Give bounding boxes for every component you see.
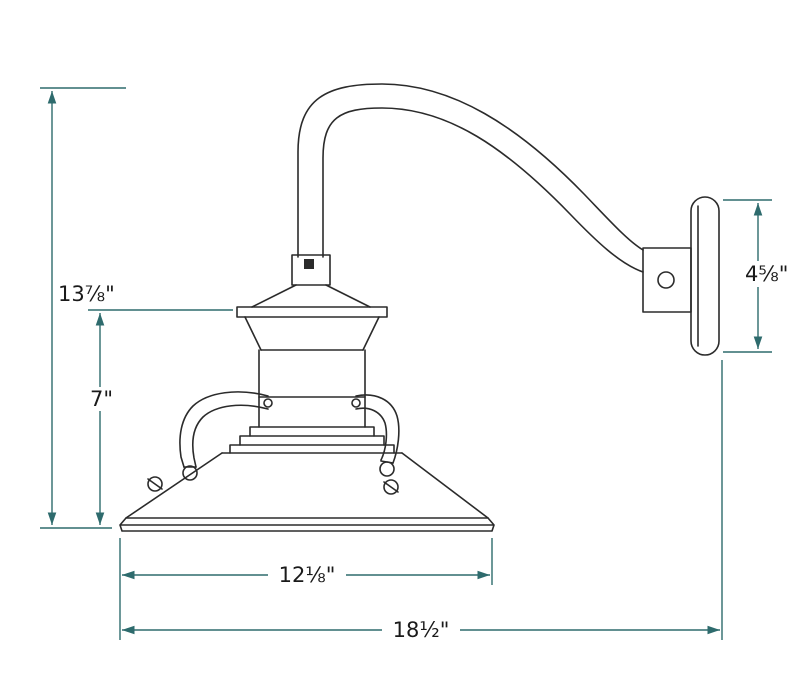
overall-depth-label: 18½" <box>393 618 450 642</box>
ring-2 <box>239 435 385 446</box>
left-hook-inner <box>191 404 269 468</box>
wall-backplate <box>690 196 720 356</box>
backplate-height-label: 4⅝" <box>745 262 788 286</box>
ring-1 <box>249 426 375 437</box>
shade-rim <box>119 517 495 532</box>
right-shade-clip-pin <box>383 481 399 493</box>
gooseneck-arm-outer <box>297 83 644 258</box>
bracket-screw-hole <box>657 271 675 289</box>
right-hook-outer <box>355 394 400 464</box>
mount-bracket <box>642 247 692 313</box>
shade-cone <box>125 452 489 519</box>
left-hook-outer <box>179 391 269 468</box>
fixture-drawing <box>119 83 720 532</box>
ring-3 <box>229 444 395 454</box>
left-shade-clip <box>147 476 163 492</box>
overall-depth-label-bg <box>382 617 460 643</box>
gooseneck-arm-inner <box>322 107 644 273</box>
fixture-height-label-bg <box>86 387 116 411</box>
left-hook-ball <box>182 465 198 481</box>
cap-taper <box>244 316 380 351</box>
overall-height-label: 13⅞" <box>58 282 115 306</box>
right-hook-root-knob <box>351 398 361 408</box>
shade-diameter-label: 12⅛" <box>279 563 336 587</box>
overall-height-label-bg <box>55 281 111 307</box>
fixture-height-label: 7" <box>90 387 113 411</box>
right-hook-inner <box>355 407 388 461</box>
drum-sides <box>258 349 366 428</box>
arm-joint <box>291 254 331 286</box>
joint-set-screw <box>304 259 314 269</box>
left-shade-clip-pin <box>147 478 163 490</box>
right-shade-clip <box>383 479 399 495</box>
left-hook-root-knob <box>263 398 273 408</box>
backplate-height-label-bg <box>742 261 798 287</box>
right-hook-ball <box>379 461 395 477</box>
cap-brim <box>236 306 388 318</box>
dimension-annotations: 13⅞" 7" 4⅝" 12⅛" 18½" <box>40 87 798 643</box>
cap-flare <box>251 284 371 308</box>
shade-diameter-label-bg <box>268 562 346 588</box>
